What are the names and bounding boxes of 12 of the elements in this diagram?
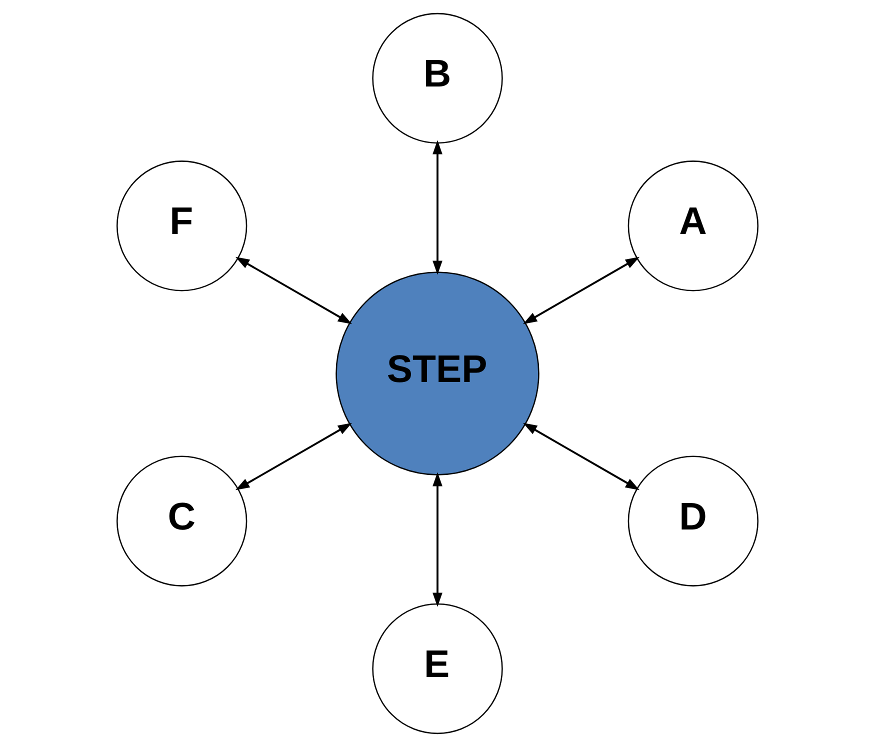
node-circle: F	[116, 160, 248, 292]
arrow	[235, 422, 352, 490]
arrow	[522, 422, 640, 490]
arrow	[522, 256, 640, 324]
node-circle: D	[628, 456, 759, 586]
arrow	[235, 256, 352, 324]
node-circle: B	[372, 12, 503, 144]
node-circle: E	[372, 603, 503, 734]
arrow	[432, 140, 442, 275]
node-circle: C	[116, 456, 248, 586]
arrow	[432, 472, 442, 607]
node-circle: A	[628, 160, 759, 292]
